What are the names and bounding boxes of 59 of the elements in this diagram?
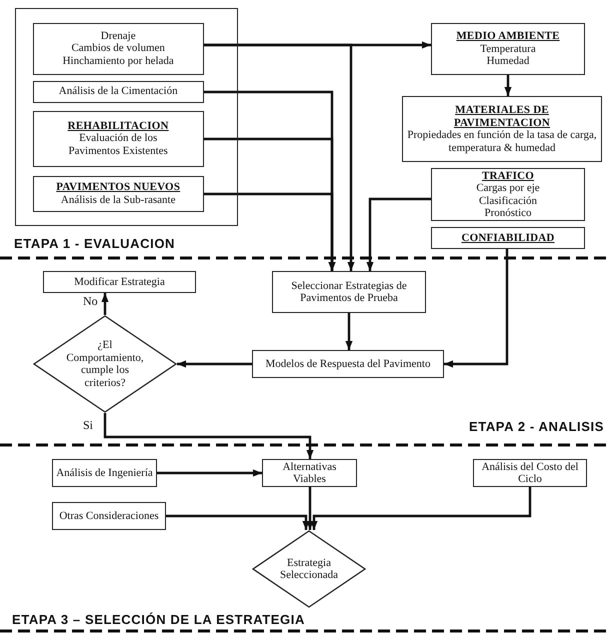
box-heading: PAVIMENTOS NUEVOS bbox=[56, 181, 180, 194]
process-box bbox=[52, 502, 166, 530]
arrow bbox=[166, 514, 310, 530]
box-text: Análisis de la Sub-rasante bbox=[60, 194, 176, 206]
process-box bbox=[32, 22, 204, 75]
arrow bbox=[345, 313, 353, 350]
box-text: Propiedades en función de la tasa de carga, temperatura & humedad bbox=[407, 129, 597, 154]
box-heading: MEDIO AMBIENTE bbox=[456, 30, 560, 43]
box-text: Cambios de volumen bbox=[71, 42, 165, 55]
arrow bbox=[204, 192, 336, 271]
stage-title: ETAPA 3 – SELECCIÓN DE LA ESTRATEGIA bbox=[12, 612, 305, 627]
group-box bbox=[15, 8, 238, 226]
arrow bbox=[504, 75, 512, 96]
arrow bbox=[101, 293, 109, 315]
box-heading: CONFIABILIDAD bbox=[461, 232, 555, 244]
arrow bbox=[444, 249, 508, 368]
arrow bbox=[366, 198, 431, 271]
process-box bbox=[252, 350, 444, 378]
process-box bbox=[402, 96, 602, 162]
process-box bbox=[473, 459, 587, 487]
box-text: Seleccionar Estrategias de Pavimentos de Prueba bbox=[290, 280, 408, 304]
process-box bbox=[52, 459, 157, 487]
box-text: Clasificación bbox=[478, 194, 538, 207]
arrow bbox=[306, 487, 314, 530]
stage-title: ETAPA 2 - ANALISIS bbox=[468, 419, 604, 434]
stage-title: ETAPA 1 - EVALUACION bbox=[14, 236, 176, 251]
process-box bbox=[32, 80, 204, 103]
box-text: Cargas por eje bbox=[476, 182, 540, 194]
arrow bbox=[104, 413, 314, 459]
box-text: Hinchamiento por helada bbox=[62, 54, 174, 68]
box-text: Evaluación de los Pavimentos Existentes bbox=[68, 132, 169, 158]
process-box bbox=[431, 23, 585, 75]
box-text: Otras Consideraciones bbox=[59, 510, 159, 522]
process-box bbox=[431, 168, 585, 221]
box-text: Drenaje bbox=[100, 30, 136, 42]
box-text: Análisis de Ingeniería bbox=[56, 466, 153, 480]
process-box bbox=[262, 459, 357, 487]
box-heading: TRAFICO bbox=[482, 170, 534, 182]
box-text: Análisis de la Cimentación bbox=[58, 85, 178, 98]
arrow bbox=[177, 360, 252, 368]
box-text: Modificar Estrategia bbox=[74, 276, 165, 288]
process-box bbox=[272, 271, 426, 313]
box-text: ¿El Comportamiento, cumple los criterios? bbox=[65, 339, 145, 389]
process-box bbox=[431, 227, 585, 249]
box-text: Estrategia Seleccionada bbox=[278, 556, 340, 582]
box-heading: REHABILITACION bbox=[68, 120, 169, 132]
process-box bbox=[43, 271, 196, 293]
arrow bbox=[204, 44, 355, 271]
process-box bbox=[32, 176, 204, 212]
process-box bbox=[32, 110, 204, 167]
arrow bbox=[157, 469, 262, 477]
arrow bbox=[310, 487, 532, 530]
box-text: Pronóstico bbox=[484, 207, 532, 220]
box-text: Temperatura bbox=[480, 42, 536, 56]
box-text: Análisis del Costo del Ciclo bbox=[480, 460, 580, 486]
box-text: Modelos de Respuesta del Pavimento bbox=[266, 358, 430, 370]
box-heading: MATERIALES DE PAVIMENTACION bbox=[452, 104, 552, 129]
box-text: Humedad bbox=[486, 55, 530, 68]
box-text: Alternativas Viables bbox=[282, 460, 338, 486]
